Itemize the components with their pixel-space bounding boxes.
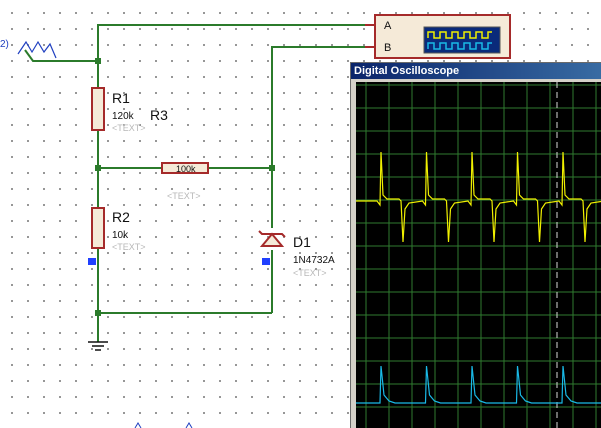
pin-marker-r2	[88, 258, 96, 265]
stray-marks	[134, 422, 193, 428]
r2-ref: R2	[112, 209, 130, 225]
resistor-r1[interactable]	[91, 87, 105, 131]
d1-value: 1N4732A	[293, 255, 335, 266]
source-label: 2)	[0, 39, 9, 50]
ground-icon	[88, 341, 108, 351]
r1-ref: R1	[112, 90, 130, 106]
oscilloscope-title-bar[interactable]: Digital Oscilloscope	[351, 63, 601, 79]
wires	[24, 24, 375, 342]
channel-b-trace	[356, 365, 601, 404]
junctions	[95, 58, 275, 316]
oscilloscope-screen[interactable]	[356, 82, 601, 428]
pin-marker-d1	[262, 258, 270, 265]
r1-text: <TEXT>	[112, 123, 146, 133]
r2-text: <TEXT>	[112, 242, 146, 252]
wire-diode-to-scope-b	[271, 46, 375, 168]
resistor-r3[interactable]	[161, 162, 209, 174]
oscilloscope-instrument[interactable]: A B	[365, 14, 511, 59]
signal-source-icon: 2)	[0, 39, 57, 59]
oscilloscope-window[interactable]: Digital Oscilloscope	[350, 62, 601, 428]
r3-text: <TEXT>	[167, 191, 201, 201]
r3-value: 100k	[176, 164, 196, 174]
scope-input-a: A	[384, 20, 392, 32]
resistor-r2[interactable]	[91, 207, 105, 249]
zener-diode-d1[interactable]	[258, 230, 286, 247]
r2-value: 10k	[112, 230, 129, 241]
r1-value: 120k	[112, 111, 135, 122]
scope-input-b: B	[384, 42, 391, 54]
scope-grid	[356, 82, 601, 428]
channel-a-trace	[356, 151, 601, 243]
r3-ref: R3	[150, 107, 168, 123]
d1-ref: D1	[293, 234, 311, 250]
wire-source	[24, 49, 98, 62]
d1-text: <TEXT>	[293, 268, 327, 278]
oscilloscope-display	[356, 82, 601, 428]
wire-top-to-scope-a	[97, 24, 375, 61]
